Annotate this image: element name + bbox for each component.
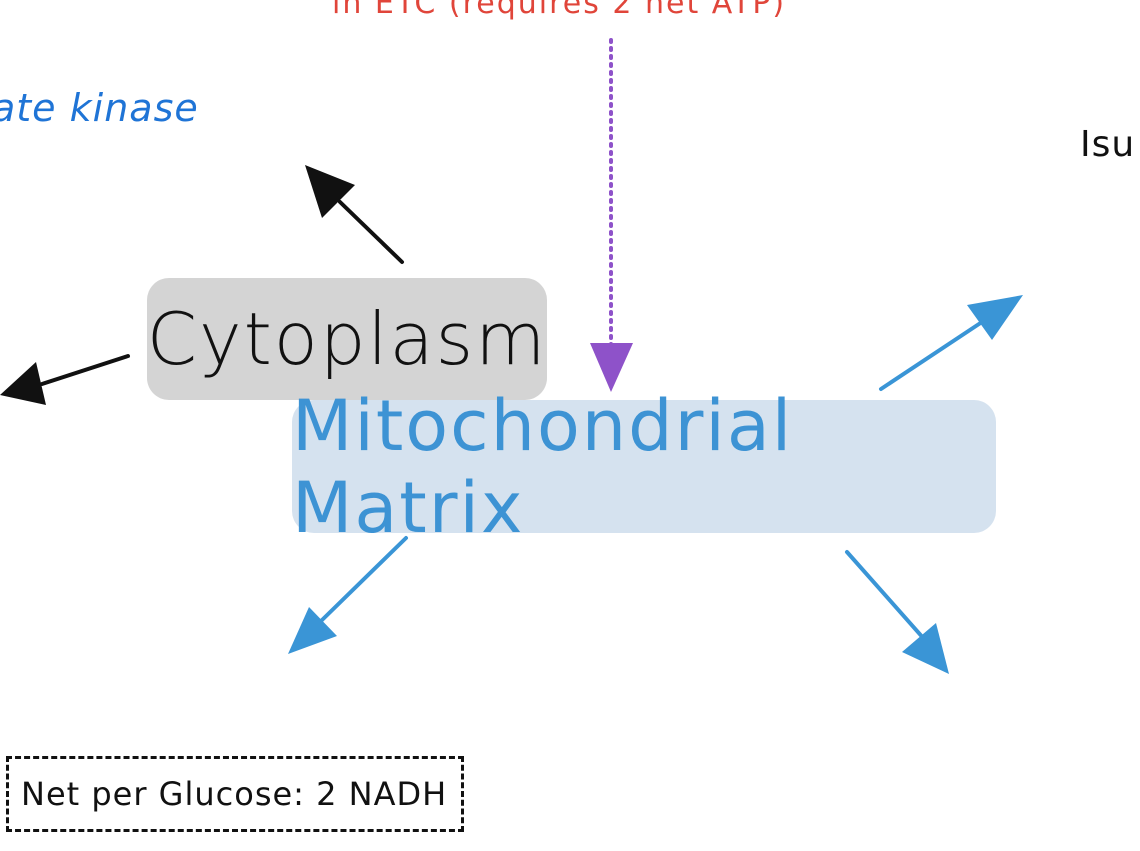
blue-arrow-up-right — [879, 295, 1023, 391]
purple-dotted-arrow-down — [590, 38, 633, 392]
black-arrow-up-left — [305, 165, 404, 264]
right-edge-text: Isu — [1080, 124, 1136, 165]
cytoplasm-label: Cytoplasm — [146, 297, 548, 381]
black-arrow-left — [0, 354, 130, 405]
mitochondrial-matrix-label: Mitochondrial Matrix — [292, 384, 794, 549]
etc-note-text: in ETC (requires 2 net ATP) — [332, 0, 787, 21]
blue-arrow-down-left — [288, 536, 408, 654]
mitochondrial-matrix-box: Mitochondrial Matrix — [292, 385, 996, 549]
net-per-glucose-label: Net per Glucose: 2 NADH — [21, 775, 448, 813]
net-per-glucose-box: Net per Glucose: 2 NADH — [6, 756, 464, 832]
enzyme-name-text: ate kinase — [0, 86, 199, 130]
blue-arrow-down-right — [845, 550, 949, 674]
cytoplasm-box: Cytoplasm — [147, 278, 547, 400]
